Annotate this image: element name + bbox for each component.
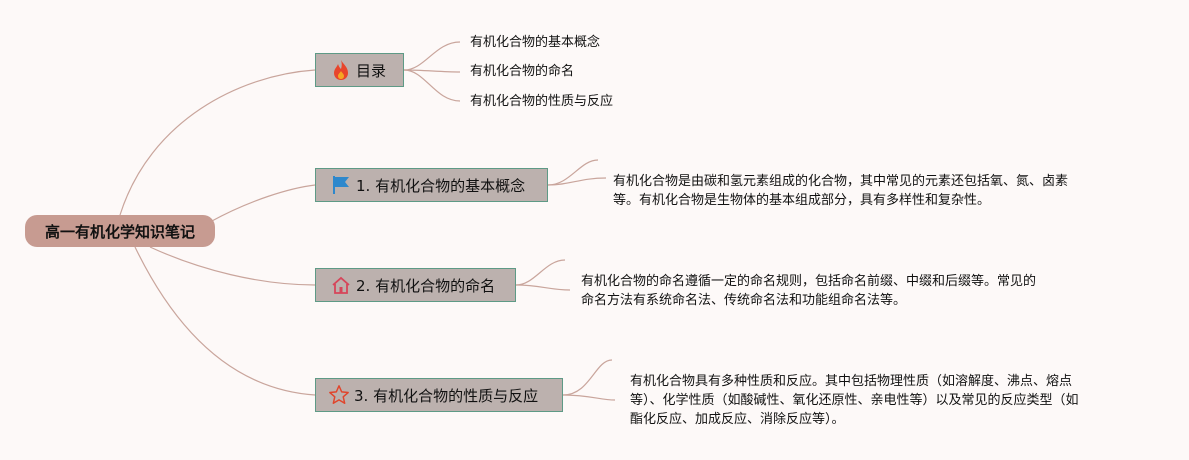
branch-label: 目录 <box>356 61 387 80</box>
branch-label: 3. 有机化合物的性质与反应 <box>354 386 539 405</box>
flag-icon <box>330 174 352 196</box>
catalog-item[interactable]: 有机化合物的命名 <box>470 64 575 79</box>
branch-properties-reactions[interactable]: 3. 有机化合物的性质与反应 <box>315 378 563 412</box>
link-root-branch-2 <box>149 246 316 286</box>
link-root-branch-0 <box>119 69 316 216</box>
text-line: 等）、化学性质（如酸碱性、氧化还原性、亲电性等）以及常见的反应类型（如 <box>630 393 1079 408</box>
branch-basic-concepts[interactable]: 1. 有机化合物的基本概念 <box>315 168 548 202</box>
text-line: 酯化反应、加成反应、消除反应等）。 <box>630 412 845 427</box>
text-line: 有机化合物是由碳和氢元素组成的化合物，其中常见的元素还包括氧、氮、卤素 <box>613 174 1069 189</box>
link-branch2-text <box>515 259 566 286</box>
branch-label: 2. 有机化合物的命名 <box>356 276 496 295</box>
text-line: 有机化合物的命名遵循一定的命名规则，包括命名前缀、中缀和后缀等。常见的 <box>581 274 1037 289</box>
link-catalog-child-2 <box>403 69 461 102</box>
catalog-item[interactable]: 有机化合物的基本概念 <box>470 35 601 50</box>
link-branch3-text <box>562 359 613 396</box>
link-catalog-child-0 <box>403 41 461 71</box>
text-line: 命名方法有系统命名法、传统命名法和功能组命名法等。 <box>581 293 907 308</box>
root-title: 高一有机化学知识笔记 <box>44 222 195 241</box>
link-branch1-text <box>547 159 599 186</box>
root-node[interactable]: 高一有机化学知识笔记 <box>25 215 215 247</box>
text-line: 等。有机化合物是生物体的基本组成部分，具有多样性和复杂性。 <box>613 193 991 208</box>
branch-description: 有机化合物具有多种性质和反应。其中包括物理性质（如溶解度、沸点、熔点 等）、化学… <box>630 372 1079 429</box>
star-icon <box>328 384 350 406</box>
text-line: 有机化合物具有多种性质和反应。其中包括物理性质（如溶解度、沸点、熔点 <box>630 374 1073 389</box>
link-root-branch-1 <box>209 184 316 223</box>
branch-naming[interactable]: 2. 有机化合物的命名 <box>315 268 516 302</box>
link-root-branch-3 <box>134 246 316 396</box>
branch-label: 1. 有机化合物的基本概念 <box>356 176 526 195</box>
branch-description: 有机化合物的命名遵循一定的命名规则，包括命名前缀、中缀和后缀等。常见的 命名方法… <box>581 272 1036 310</box>
branch-description: 有机化合物是由碳和氢元素组成的化合物，其中常见的元素还包括氧、氮、卤素 等。有机… <box>613 172 1068 210</box>
fire-icon <box>330 59 352 81</box>
catalog-item[interactable]: 有机化合物的性质与反应 <box>470 94 614 109</box>
branch-catalog[interactable]: 目录 <box>315 53 404 87</box>
house-icon <box>330 274 352 296</box>
